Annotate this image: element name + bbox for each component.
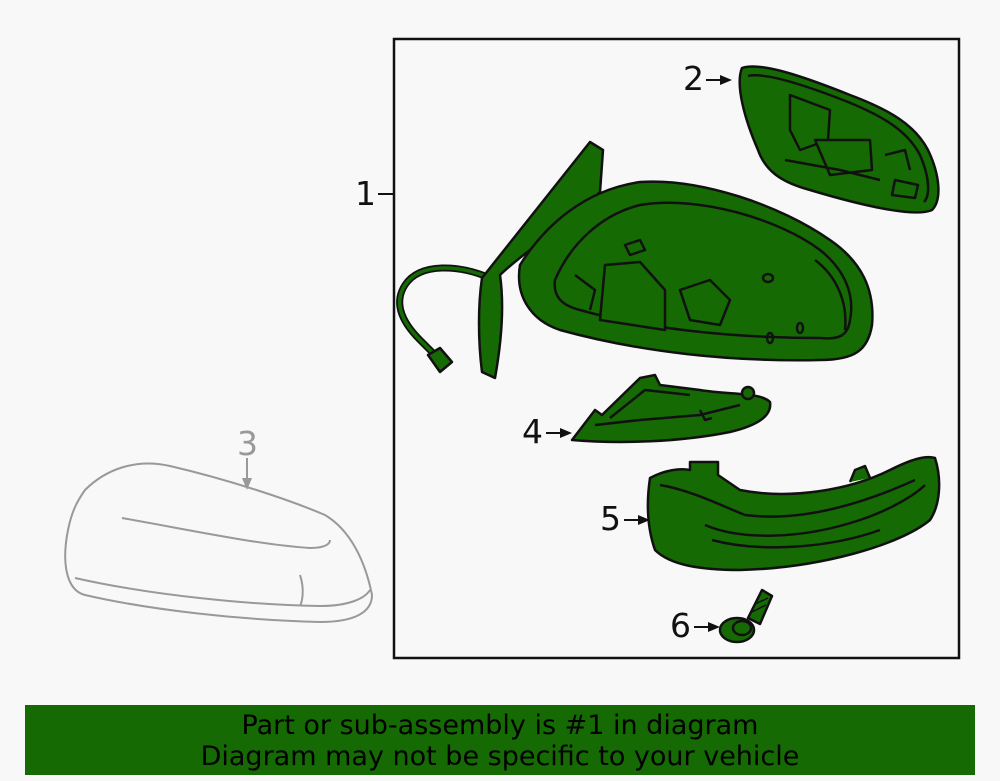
connector — [426, 346, 454, 374]
callout-6-arrowhead — [708, 622, 720, 632]
part-2-mirror-glass[interactable] — [738, 65, 940, 214]
part-4-lower-cover[interactable] — [570, 373, 772, 444]
info-banner: Part or sub-assembly is #1 in diagram Di… — [25, 705, 975, 775]
assembly-frame — [392, 37, 961, 660]
wire-harness — [396, 264, 494, 359]
banner-line-1: Part or sub-assembly is #1 in diagram — [241, 710, 759, 741]
part-5-turn-signal-lamp[interactable] — [646, 455, 941, 572]
callout-4: 4 — [522, 412, 543, 451]
callout-1: 1 — [355, 174, 376, 213]
callout-5: 5 — [600, 499, 621, 538]
callout-4-arrowhead — [560, 428, 572, 438]
callout-6: 6 — [670, 606, 691, 645]
callout-2: 2 — [683, 59, 704, 98]
parts-diagram: 3 1 2 4 — [64, 37, 961, 660]
callout-5-arrowhead — [638, 515, 650, 525]
part-1-mirror-assembly[interactable] — [396, 140, 874, 380]
part-6-screw[interactable] — [718, 588, 774, 644]
callout-3: 3 — [237, 424, 258, 463]
callout-3-arrowhead — [242, 478, 252, 490]
part-3-mirror-cover[interactable] — [64, 462, 374, 624]
callout-2-arrowhead — [720, 75, 732, 85]
banner-line-2: Diagram may not be specific to your vehi… — [200, 741, 800, 772]
